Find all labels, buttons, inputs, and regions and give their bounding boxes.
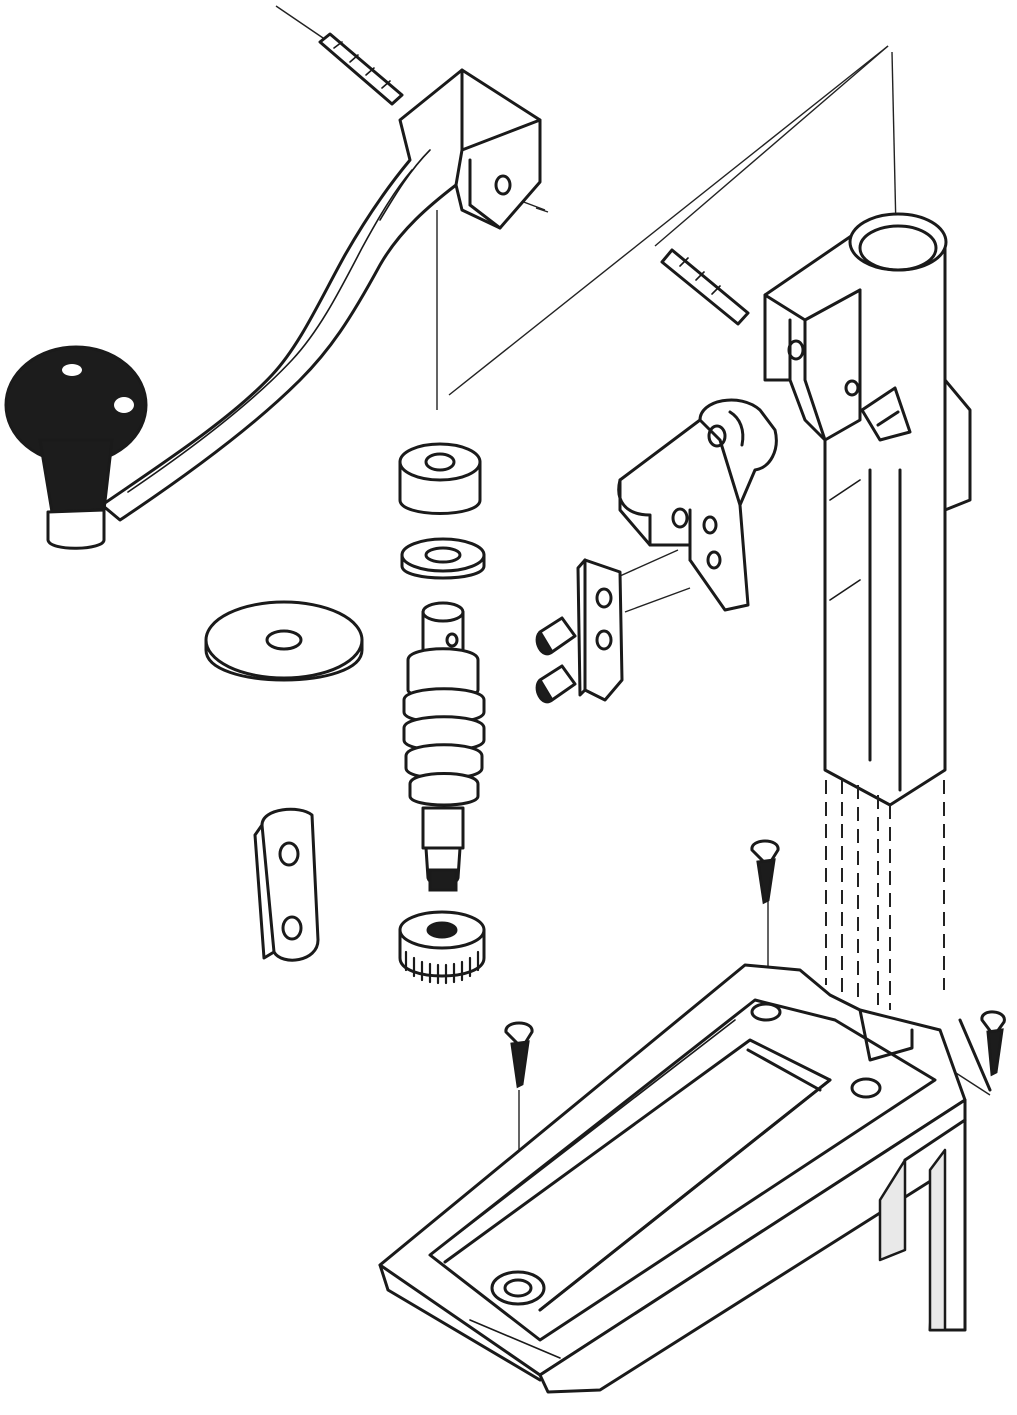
crank-handle bbox=[100, 68, 542, 522]
link-plate bbox=[253, 807, 320, 962]
knurled-nut bbox=[398, 910, 486, 985]
large-washer bbox=[204, 600, 364, 682]
worm-shaft bbox=[402, 601, 486, 892]
guide-lines bbox=[825, 780, 945, 1010]
column bbox=[763, 212, 972, 807]
roll-pin-top bbox=[318, 32, 404, 106]
handle-knob bbox=[4, 345, 148, 550]
blade-holder bbox=[617, 398, 778, 612]
set-screws bbox=[535, 616, 577, 704]
wood-screw-column bbox=[750, 839, 780, 905]
roll-pin-mid bbox=[660, 248, 750, 326]
small-washer bbox=[400, 537, 486, 580]
spacer-bushing bbox=[398, 442, 482, 515]
base-bracket bbox=[378, 963, 992, 1394]
wood-screws bbox=[504, 839, 1006, 1089]
wood-screw-side bbox=[980, 1010, 1006, 1077]
wood-screw-front bbox=[504, 1021, 534, 1089]
cutting-blade bbox=[576, 558, 624, 702]
